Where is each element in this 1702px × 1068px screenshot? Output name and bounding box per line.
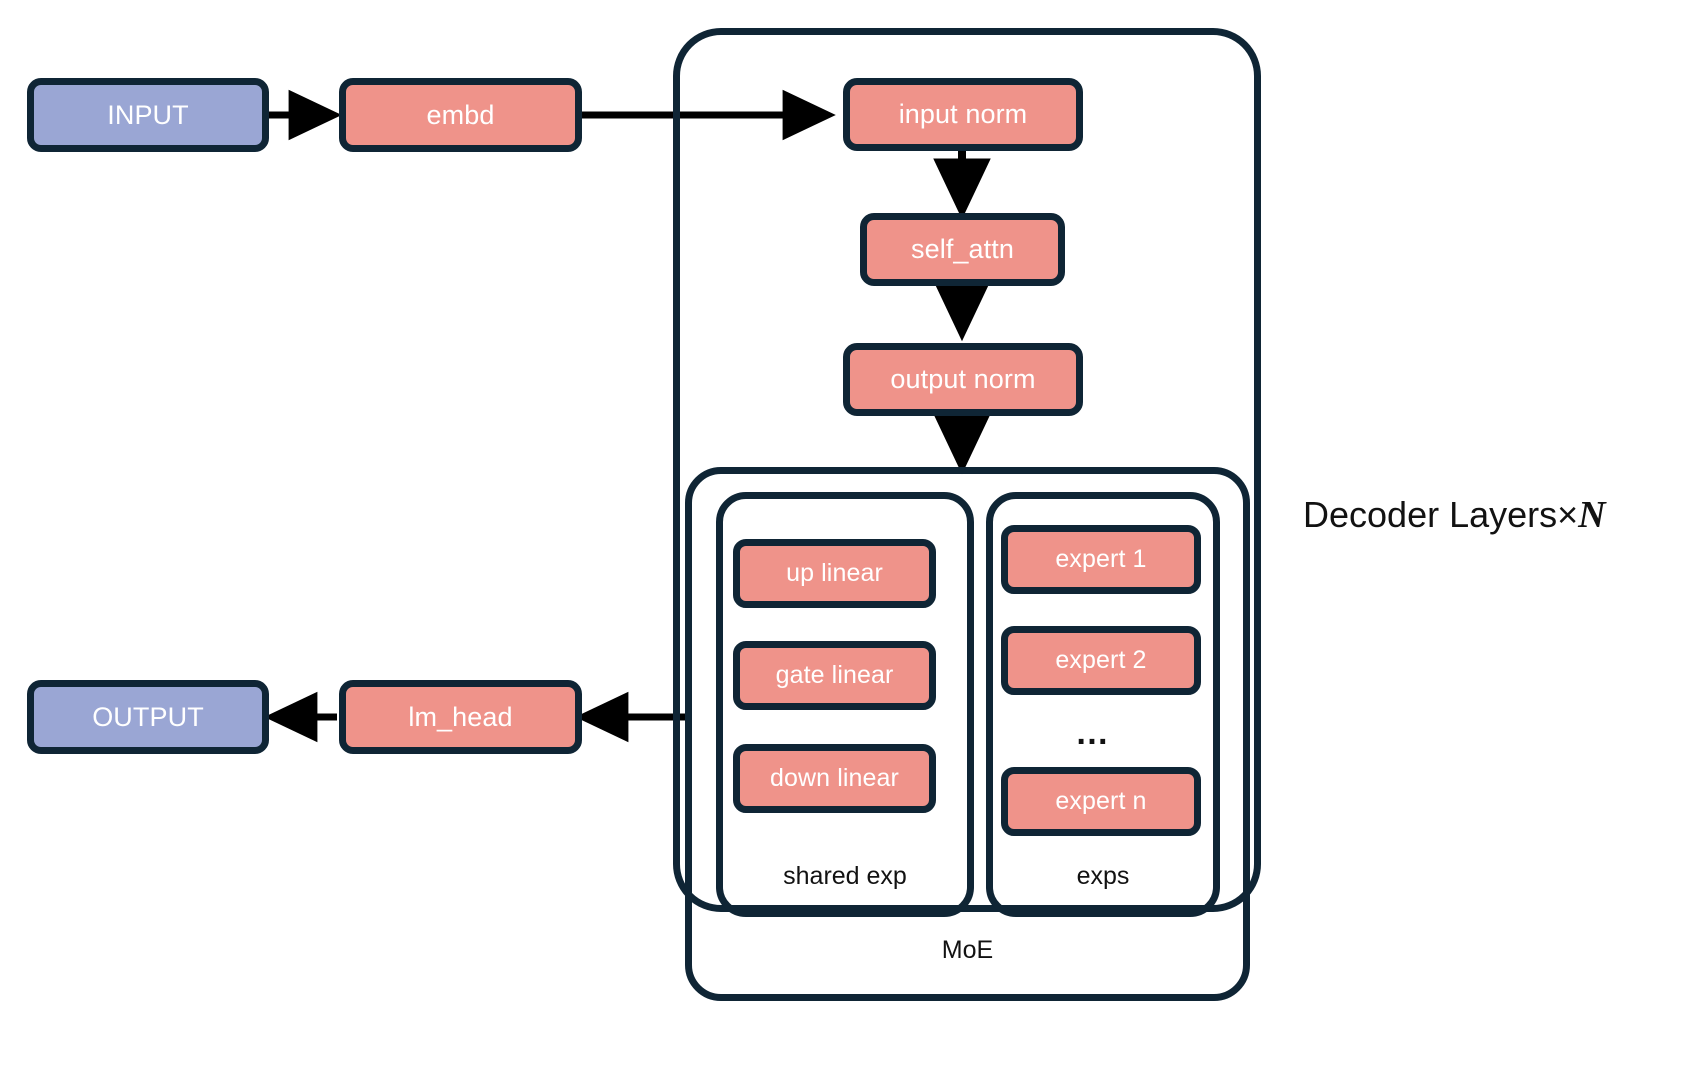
node-self-attn-label: self_attn xyxy=(911,234,1014,264)
node-input-norm[interactable]: input norm xyxy=(843,78,1083,151)
node-expert-n[interactable]: expert n xyxy=(1001,767,1201,836)
decoder-layers-text: Decoder Layers xyxy=(1303,494,1558,535)
shared-expert-container xyxy=(716,492,974,917)
node-output-norm-label: output norm xyxy=(890,364,1036,394)
node-gate-linear-label: gate linear xyxy=(775,661,894,689)
moe-label: MoE xyxy=(941,936,994,964)
node-lm-head-label: lm_head xyxy=(408,701,513,732)
node-down-linear-label: down linear xyxy=(770,764,899,792)
node-up-linear-label: up linear xyxy=(786,559,883,587)
node-up-linear[interactable]: up linear xyxy=(733,539,936,608)
node-expert-1-label: expert 1 xyxy=(1055,545,1147,573)
experts-label: exps xyxy=(1076,862,1130,890)
decoder-layers-multiply: × xyxy=(1557,494,1579,535)
decoder-layers-label: Decoder Layers×N xyxy=(1303,496,1606,534)
decoder-layers-count: N xyxy=(1578,494,1606,536)
experts-container xyxy=(986,492,1220,917)
decoder-layers-container xyxy=(673,28,1261,912)
node-gate-linear[interactable]: gate linear xyxy=(733,641,936,710)
node-lm-head[interactable]: lm_head xyxy=(339,680,582,754)
node-down-linear[interactable]: down linear xyxy=(733,744,936,813)
node-input-label: INPUT xyxy=(107,99,189,130)
node-expert-1[interactable]: expert 1 xyxy=(1001,525,1201,594)
experts-ellipsis: … xyxy=(1075,714,1111,752)
node-output-norm[interactable]: output norm xyxy=(843,343,1083,416)
node-embd[interactable]: embd xyxy=(339,78,582,152)
node-embd-label: embd xyxy=(426,99,495,130)
node-self-attn[interactable]: self_attn xyxy=(860,213,1065,286)
node-input-norm-label: input norm xyxy=(898,99,1028,129)
node-expert-2-label: expert 2 xyxy=(1055,646,1147,674)
node-expert-n-label: expert n xyxy=(1055,787,1147,815)
node-output-label: OUTPUT xyxy=(92,701,204,732)
node-expert-2[interactable]: expert 2 xyxy=(1001,626,1201,695)
node-input[interactable]: INPUT xyxy=(27,78,269,152)
shared-expert-label: shared exp xyxy=(783,862,907,890)
node-output[interactable]: OUTPUT xyxy=(27,680,269,754)
